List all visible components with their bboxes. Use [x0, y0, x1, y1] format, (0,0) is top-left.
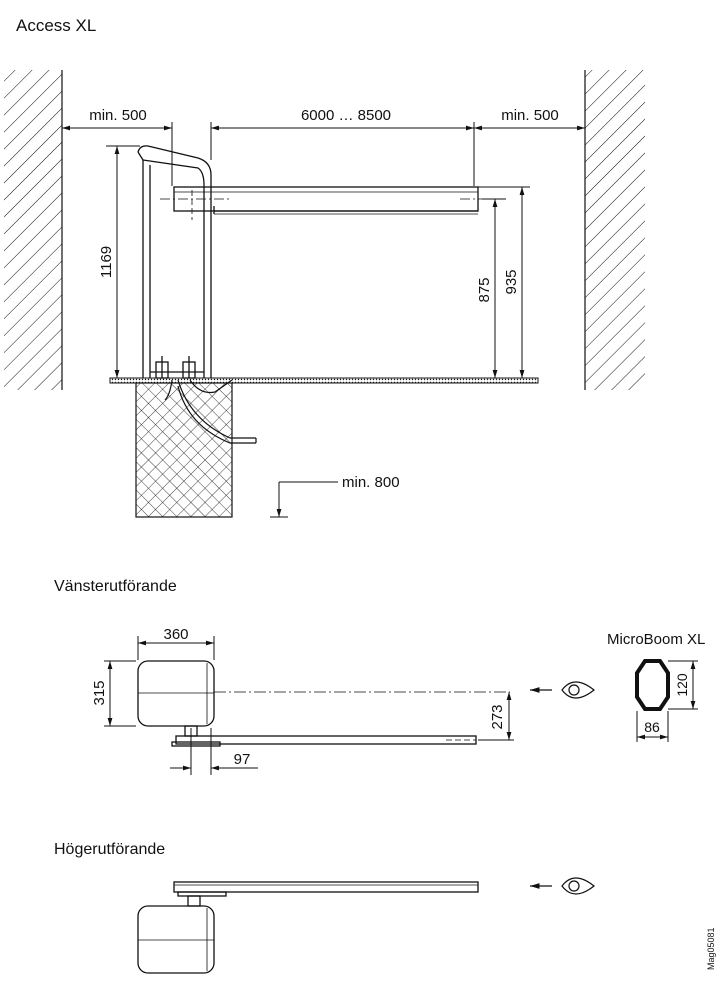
gate-cabinet	[137, 145, 212, 379]
dim-width-97: 97	[170, 728, 258, 775]
dim-width-97-label: 97	[234, 751, 251, 768]
right-config-cabinet	[137, 895, 215, 974]
dim-span: 6000 … 8500	[210, 107, 475, 186]
boom-profile-section	[635, 659, 670, 711]
dim-min-right-label: min. 500	[501, 107, 559, 124]
cable-conduit	[164, 379, 257, 444]
dim-height-1169-label: 1169	[98, 246, 115, 278]
right-config-boom	[173, 881, 479, 897]
dim-depth-label: min. 800	[342, 474, 400, 491]
dim-profile-120: 120	[668, 660, 698, 710]
left-config-boom	[171, 735, 477, 747]
dim-profile-120-label: 120	[674, 673, 690, 697]
dim-height-1169: 1169	[98, 145, 140, 378]
dim-height-315-label: 315	[91, 680, 108, 705]
view-direction-eye-icon-2	[530, 877, 595, 895]
foundation	[135, 382, 233, 518]
dim-height-935: 935	[478, 186, 530, 378]
right-wall	[584, 70, 645, 390]
dim-depth: min. 800	[270, 474, 400, 518]
left-wall	[4, 70, 63, 390]
dim-min-left: min. 500	[62, 107, 173, 186]
boom-arm	[160, 186, 508, 220]
dim-min-left-label: min. 500	[89, 107, 147, 124]
ground-surface	[109, 377, 539, 384]
left-config-cabinet	[137, 660, 510, 737]
dim-width-360: 360	[137, 626, 215, 660]
dim-height-875-label: 875	[476, 277, 493, 302]
left-config-title: Vänsterutförande	[54, 578, 177, 595]
dim-height-273: 273	[478, 692, 514, 741]
view-direction-eye-icon	[530, 681, 595, 699]
dim-profile-86: 86	[636, 711, 669, 742]
dim-height-875: 875	[476, 198, 506, 378]
dim-width-360-label: 360	[163, 626, 188, 643]
dim-profile-86-label: 86	[644, 719, 660, 735]
profile-title: MicroBoom XL	[607, 631, 706, 648]
right-config-title: Högerutförande	[54, 841, 166, 858]
dim-height-935-label: 935	[503, 269, 520, 294]
dim-height-315: 315	[91, 660, 136, 727]
dim-min-right: min. 500	[474, 107, 585, 131]
dim-height-273-label: 273	[489, 704, 506, 729]
dim-span-label: 6000 … 8500	[301, 107, 391, 124]
drawing-title: Access XL	[16, 16, 97, 35]
